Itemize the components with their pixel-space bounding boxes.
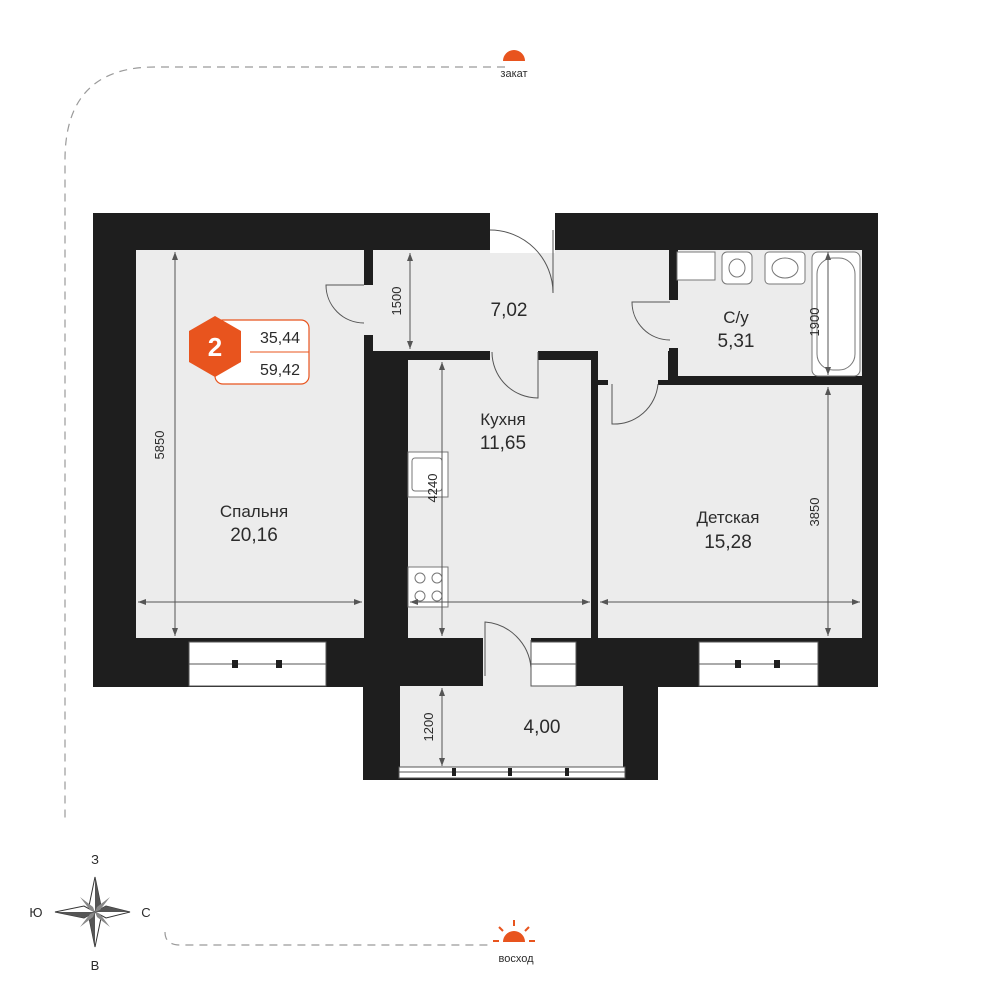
bedroom-area: 20,16 <box>230 525 278 546</box>
kitchen-door <box>490 350 539 399</box>
entrance-door <box>489 213 555 294</box>
kitchen-name: Кухня <box>480 410 526 429</box>
balcony-floor <box>400 686 623 768</box>
hall-area: 7,02 <box>491 300 528 321</box>
balcony-area: 4,00 <box>524 717 561 738</box>
orientation-path-bottom <box>164 931 488 946</box>
balcony-door <box>483 621 532 688</box>
bathroom-door <box>631 300 679 348</box>
compass-rose-icon <box>54 876 131 948</box>
orientation-path <box>64 66 505 820</box>
compass-east: С <box>141 905 150 920</box>
sunrise-icon <box>493 920 535 942</box>
bedroom-door <box>325 284 374 335</box>
bathroom-fixtures <box>676 251 861 377</box>
dimension-lines <box>138 252 860 766</box>
dim-balcony-height: 1200 <box>421 713 436 742</box>
kids-area: 15,28 <box>704 532 752 553</box>
bathroom-name: С/у <box>723 308 749 327</box>
compass-west: Ю <box>29 905 42 920</box>
hall-floor <box>373 250 669 351</box>
bathroom-area: 5,31 <box>718 331 755 352</box>
hall-floor-lower <box>598 350 668 380</box>
kitchen-area: 11,65 <box>480 433 526 454</box>
kids-name: Детская <box>697 508 760 527</box>
washer-icon <box>676 251 716 281</box>
dim-hall-height: 1500 <box>389 287 404 316</box>
bedroom-name: Спальня <box>220 502 288 521</box>
rooms-count-hexagon <box>189 316 241 377</box>
compass-south: В <box>91 958 100 973</box>
sunset-icon <box>503 50 525 61</box>
rooms-count: 2 <box>208 332 222 362</box>
kids-floor <box>598 385 862 638</box>
window-balcony <box>398 766 626 779</box>
total-area: 59,42 <box>260 362 300 379</box>
window-kids <box>698 641 819 687</box>
dim-kitchen-height: 4240 <box>425 474 440 503</box>
window-kitchen <box>530 641 577 687</box>
window-bedroom <box>188 641 327 687</box>
sunset-label: закат <box>500 68 527 80</box>
dim-kids-height: 3850 <box>807 498 822 527</box>
dim-bath-height: 1900 <box>807 308 822 337</box>
kids-door <box>608 378 659 425</box>
apartment-badge: 2 35,44 59,42 <box>189 316 310 385</box>
dimension-arrows <box>138 252 860 766</box>
living-area: 35,44 <box>260 330 300 347</box>
dim-bedroom-height: 5850 <box>152 431 167 460</box>
bedroom-floor <box>136 250 364 638</box>
sunrise-label: восход <box>498 953 534 965</box>
compass-north: З <box>91 852 99 867</box>
